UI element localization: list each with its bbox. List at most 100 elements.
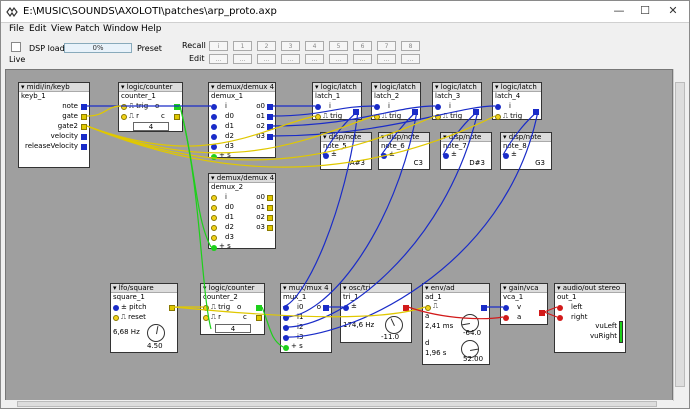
menu-help[interactable]: Help xyxy=(141,24,162,34)
demux-2-object[interactable]: ▾ demux/demux 4 demux_2 i o0 d0 o1 d1 o2… xyxy=(208,173,276,251)
latch-3-object[interactable]: ▾ logic/latch latch_3 i ⎍ trig xyxy=(432,82,482,120)
menu-patch[interactable]: Patch xyxy=(75,24,100,34)
s-inlet[interactable] xyxy=(211,154,217,160)
instance-name[interactable]: counter_2 xyxy=(203,293,238,301)
menu-window[interactable]: Window xyxy=(103,24,139,34)
reset-inlet[interactable] xyxy=(113,315,119,321)
c-outlet[interactable] xyxy=(256,315,262,321)
d0-inlet[interactable] xyxy=(211,205,217,211)
menu-view[interactable]: View xyxy=(51,24,73,34)
object-header[interactable]: ▾ logic/latch xyxy=(493,83,541,92)
keyb-object[interactable]: ▾ midi/in/keyb keyb_1 note gate gate2 ve… xyxy=(18,82,90,168)
patch-canvas[interactable]: ▾ midi/in/keyb keyb_1 note gate gate2 ve… xyxy=(5,69,673,401)
live-checkbox[interactable] xyxy=(11,42,21,52)
i1-inlet[interactable] xyxy=(283,315,289,321)
release-velocity-outlet[interactable] xyxy=(81,144,87,150)
object-header[interactable]: ▾ logic/counter xyxy=(119,83,182,92)
env-outlet[interactable] xyxy=(481,305,487,311)
latch-4-object[interactable]: ▾ logic/latch latch_4 i ⎍ trig xyxy=(492,82,542,120)
i2-inlet[interactable] xyxy=(283,325,289,331)
edit-1-button[interactable]: ... xyxy=(233,54,252,64)
o2-outlet[interactable] xyxy=(267,124,273,130)
instance-name[interactable]: note_8 xyxy=(503,142,527,150)
d1-inlet[interactable] xyxy=(211,215,217,221)
object-header[interactable]: ▾ disp/note xyxy=(321,133,371,142)
recall-1-button[interactable]: 1 xyxy=(233,41,252,51)
instance-name[interactable]: note_5 xyxy=(323,142,347,150)
note-7-display[interactable]: ▾ disp/note note_7 ± D#3 xyxy=(440,132,492,170)
maximize-button[interactable]: ☐ xyxy=(640,4,650,17)
menu-edit[interactable]: Edit xyxy=(29,24,47,34)
gain-vca-object[interactable]: ▾ gain/vca vca_1 v a xyxy=(500,283,548,325)
instance-name[interactable]: ad_1 xyxy=(425,293,442,301)
decay-knob[interactable] xyxy=(461,340,479,358)
instance-name[interactable]: note_7 xyxy=(443,142,467,150)
object-header[interactable]: ▾ logic/latch xyxy=(372,83,420,92)
edit-init-button[interactable]: ... xyxy=(209,54,228,64)
demux-1-object[interactable]: ▾ demux/demux 4 demux_1 i o0 d0 o1 d1 o2… xyxy=(208,82,276,160)
in-inlet[interactable] xyxy=(323,153,329,159)
o0-outlet[interactable] xyxy=(267,104,273,110)
pitch-inlet[interactable] xyxy=(343,305,349,311)
d2-inlet[interactable] xyxy=(211,225,217,231)
trig-inlet[interactable] xyxy=(121,104,127,110)
s-inlet[interactable] xyxy=(211,245,217,251)
i-inlet[interactable] xyxy=(315,104,321,110)
i-inlet[interactable] xyxy=(435,104,441,110)
instance-name[interactable]: demux_2 xyxy=(211,183,244,191)
edit-2-button[interactable]: ... xyxy=(257,54,276,64)
o3-outlet[interactable] xyxy=(267,134,273,140)
trig-inlet[interactable] xyxy=(495,114,501,120)
horizontal-scrollbar[interactable] xyxy=(5,400,673,408)
o1-outlet[interactable] xyxy=(267,205,273,211)
object-header[interactable]: ▾ demux/demux 4 xyxy=(209,174,275,183)
recall-init-button[interactable]: i xyxy=(209,41,228,51)
d3-inlet[interactable] xyxy=(211,235,217,241)
in-inlet[interactable] xyxy=(503,153,509,159)
instance-name[interactable]: demux_1 xyxy=(211,92,244,100)
edit-7-button[interactable]: ... xyxy=(377,54,396,64)
d3-inlet[interactable] xyxy=(211,144,217,150)
velocity-outlet[interactable] xyxy=(81,134,87,140)
vertical-scrollbar[interactable] xyxy=(673,69,685,401)
i-inlet[interactable] xyxy=(211,195,217,201)
recall-2-button[interactable]: 2 xyxy=(257,41,276,51)
instance-name[interactable]: square_1 xyxy=(113,293,145,301)
edit-6-button[interactable]: ... xyxy=(353,54,372,64)
object-header[interactable]: ▾ osc/tri xyxy=(341,284,411,293)
lfo-square-object[interactable]: ▾ lfo/square square_1 ± pitch ⎍ reset 6,… xyxy=(110,283,178,353)
latch-2-object[interactable]: ▾ logic/latch latch_2 i ⎍ trig xyxy=(371,82,421,120)
o-outlet[interactable] xyxy=(412,109,418,115)
d2-inlet[interactable] xyxy=(211,134,217,140)
env-ad-object[interactable]: ▾ env/ad ad_1 ⎍ a 2,41 ms -64.0 d 1,96 s… xyxy=(422,283,490,365)
trig-inlet[interactable] xyxy=(425,305,431,311)
edit-8-button[interactable]: ... xyxy=(401,54,420,64)
o3-outlet[interactable] xyxy=(267,225,273,231)
v-inlet[interactable] xyxy=(503,305,509,311)
r-inlet[interactable] xyxy=(121,114,127,120)
instance-name[interactable]: vca_1 xyxy=(503,293,524,301)
trig-inlet[interactable] xyxy=(315,114,321,120)
note-outlet[interactable] xyxy=(81,104,87,110)
minimize-button[interactable]: — xyxy=(613,4,625,17)
edit-4-button[interactable]: ... xyxy=(305,54,324,64)
edit-3-button[interactable]: ... xyxy=(281,54,300,64)
recall-5-button[interactable]: 5 xyxy=(329,41,348,51)
instance-name[interactable]: out_1 xyxy=(557,293,577,301)
recall-4-button[interactable]: 4 xyxy=(305,41,324,51)
recall-7-button[interactable]: 7 xyxy=(377,41,396,51)
d1-inlet[interactable] xyxy=(211,124,217,130)
audio-out-object[interactable]: ▾ audio/out stereo out_1 left right vuLe… xyxy=(554,283,626,353)
gate-outlet[interactable] xyxy=(81,114,87,120)
instance-name[interactable]: counter_1 xyxy=(121,92,156,100)
o1-outlet[interactable] xyxy=(267,114,273,120)
instance-name[interactable]: tri_1 xyxy=(343,293,359,301)
horizontal-scroll-thumb[interactable] xyxy=(17,401,657,407)
i3-inlet[interactable] xyxy=(283,335,289,341)
object-header[interactable]: ▾ disp/note xyxy=(501,133,551,142)
pitch-knob[interactable] xyxy=(147,324,165,342)
instance-name[interactable]: latch_3 xyxy=(435,92,461,100)
s-inlet[interactable] xyxy=(283,345,289,351)
a-inlet[interactable] xyxy=(503,315,509,321)
instance-name[interactable]: keyb_1 xyxy=(21,92,46,100)
